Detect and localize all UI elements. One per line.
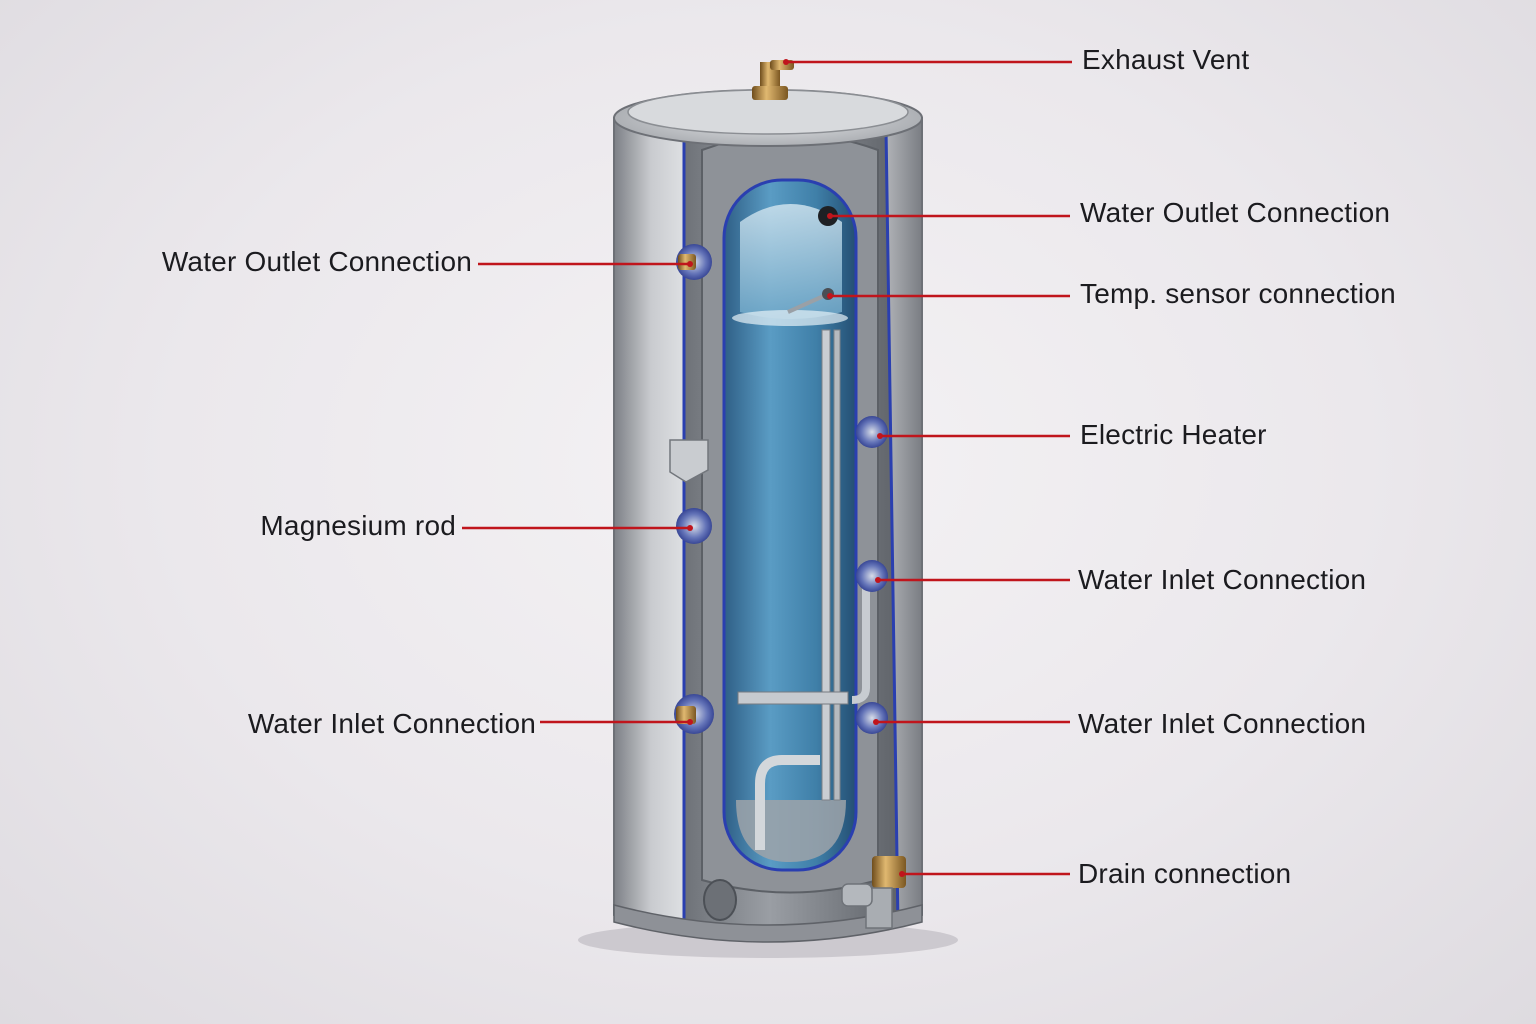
label-electric-heater: Electric Heater bbox=[1080, 419, 1267, 450]
water-surface bbox=[740, 204, 842, 319]
port-right-inlet-lower bbox=[856, 702, 888, 734]
drain-valve-elbow bbox=[841, 883, 873, 907]
dip-tube bbox=[851, 580, 870, 704]
heater-element bbox=[821, 329, 831, 801]
top-fitting-nut bbox=[752, 86, 788, 100]
label-water-inlet-right-lower: Water Inlet Connection bbox=[1078, 708, 1367, 739]
internal-pipe bbox=[737, 691, 849, 705]
label-drain: Drain connection bbox=[1078, 858, 1292, 889]
mount-bracket bbox=[669, 439, 709, 483]
drain-valve-body bbox=[872, 856, 906, 888]
port-left-magnesium bbox=[676, 508, 712, 544]
label-water-outlet-right: Water Outlet Connection bbox=[1080, 197, 1391, 228]
base-opening bbox=[703, 879, 737, 921]
heater-element-2 bbox=[833, 329, 841, 801]
sensor-probe bbox=[787, 292, 829, 314]
label-temp-sensor: Temp. sensor connection bbox=[1080, 278, 1396, 309]
label-exhaust-vent: Exhaust Vent bbox=[1082, 44, 1250, 75]
leader-dots bbox=[687, 59, 905, 877]
label-water-outlet-left: Water Outlet Connection bbox=[161, 246, 472, 277]
fitting-left-outlet bbox=[678, 254, 696, 270]
label-water-inlet-left: Water Inlet Connection bbox=[247, 708, 536, 739]
label-water-inlet-right-upper: Water Inlet Connection bbox=[1078, 564, 1367, 595]
port-right-heater bbox=[856, 416, 888, 448]
base-ring bbox=[613, 904, 923, 943]
label-magnesium-rod: Magnesium rod bbox=[260, 510, 456, 541]
leader-lines bbox=[462, 60, 1072, 876]
bottom-pipe bbox=[755, 755, 820, 850]
water-line bbox=[732, 310, 848, 326]
port-right-inlet-upper bbox=[856, 560, 888, 592]
